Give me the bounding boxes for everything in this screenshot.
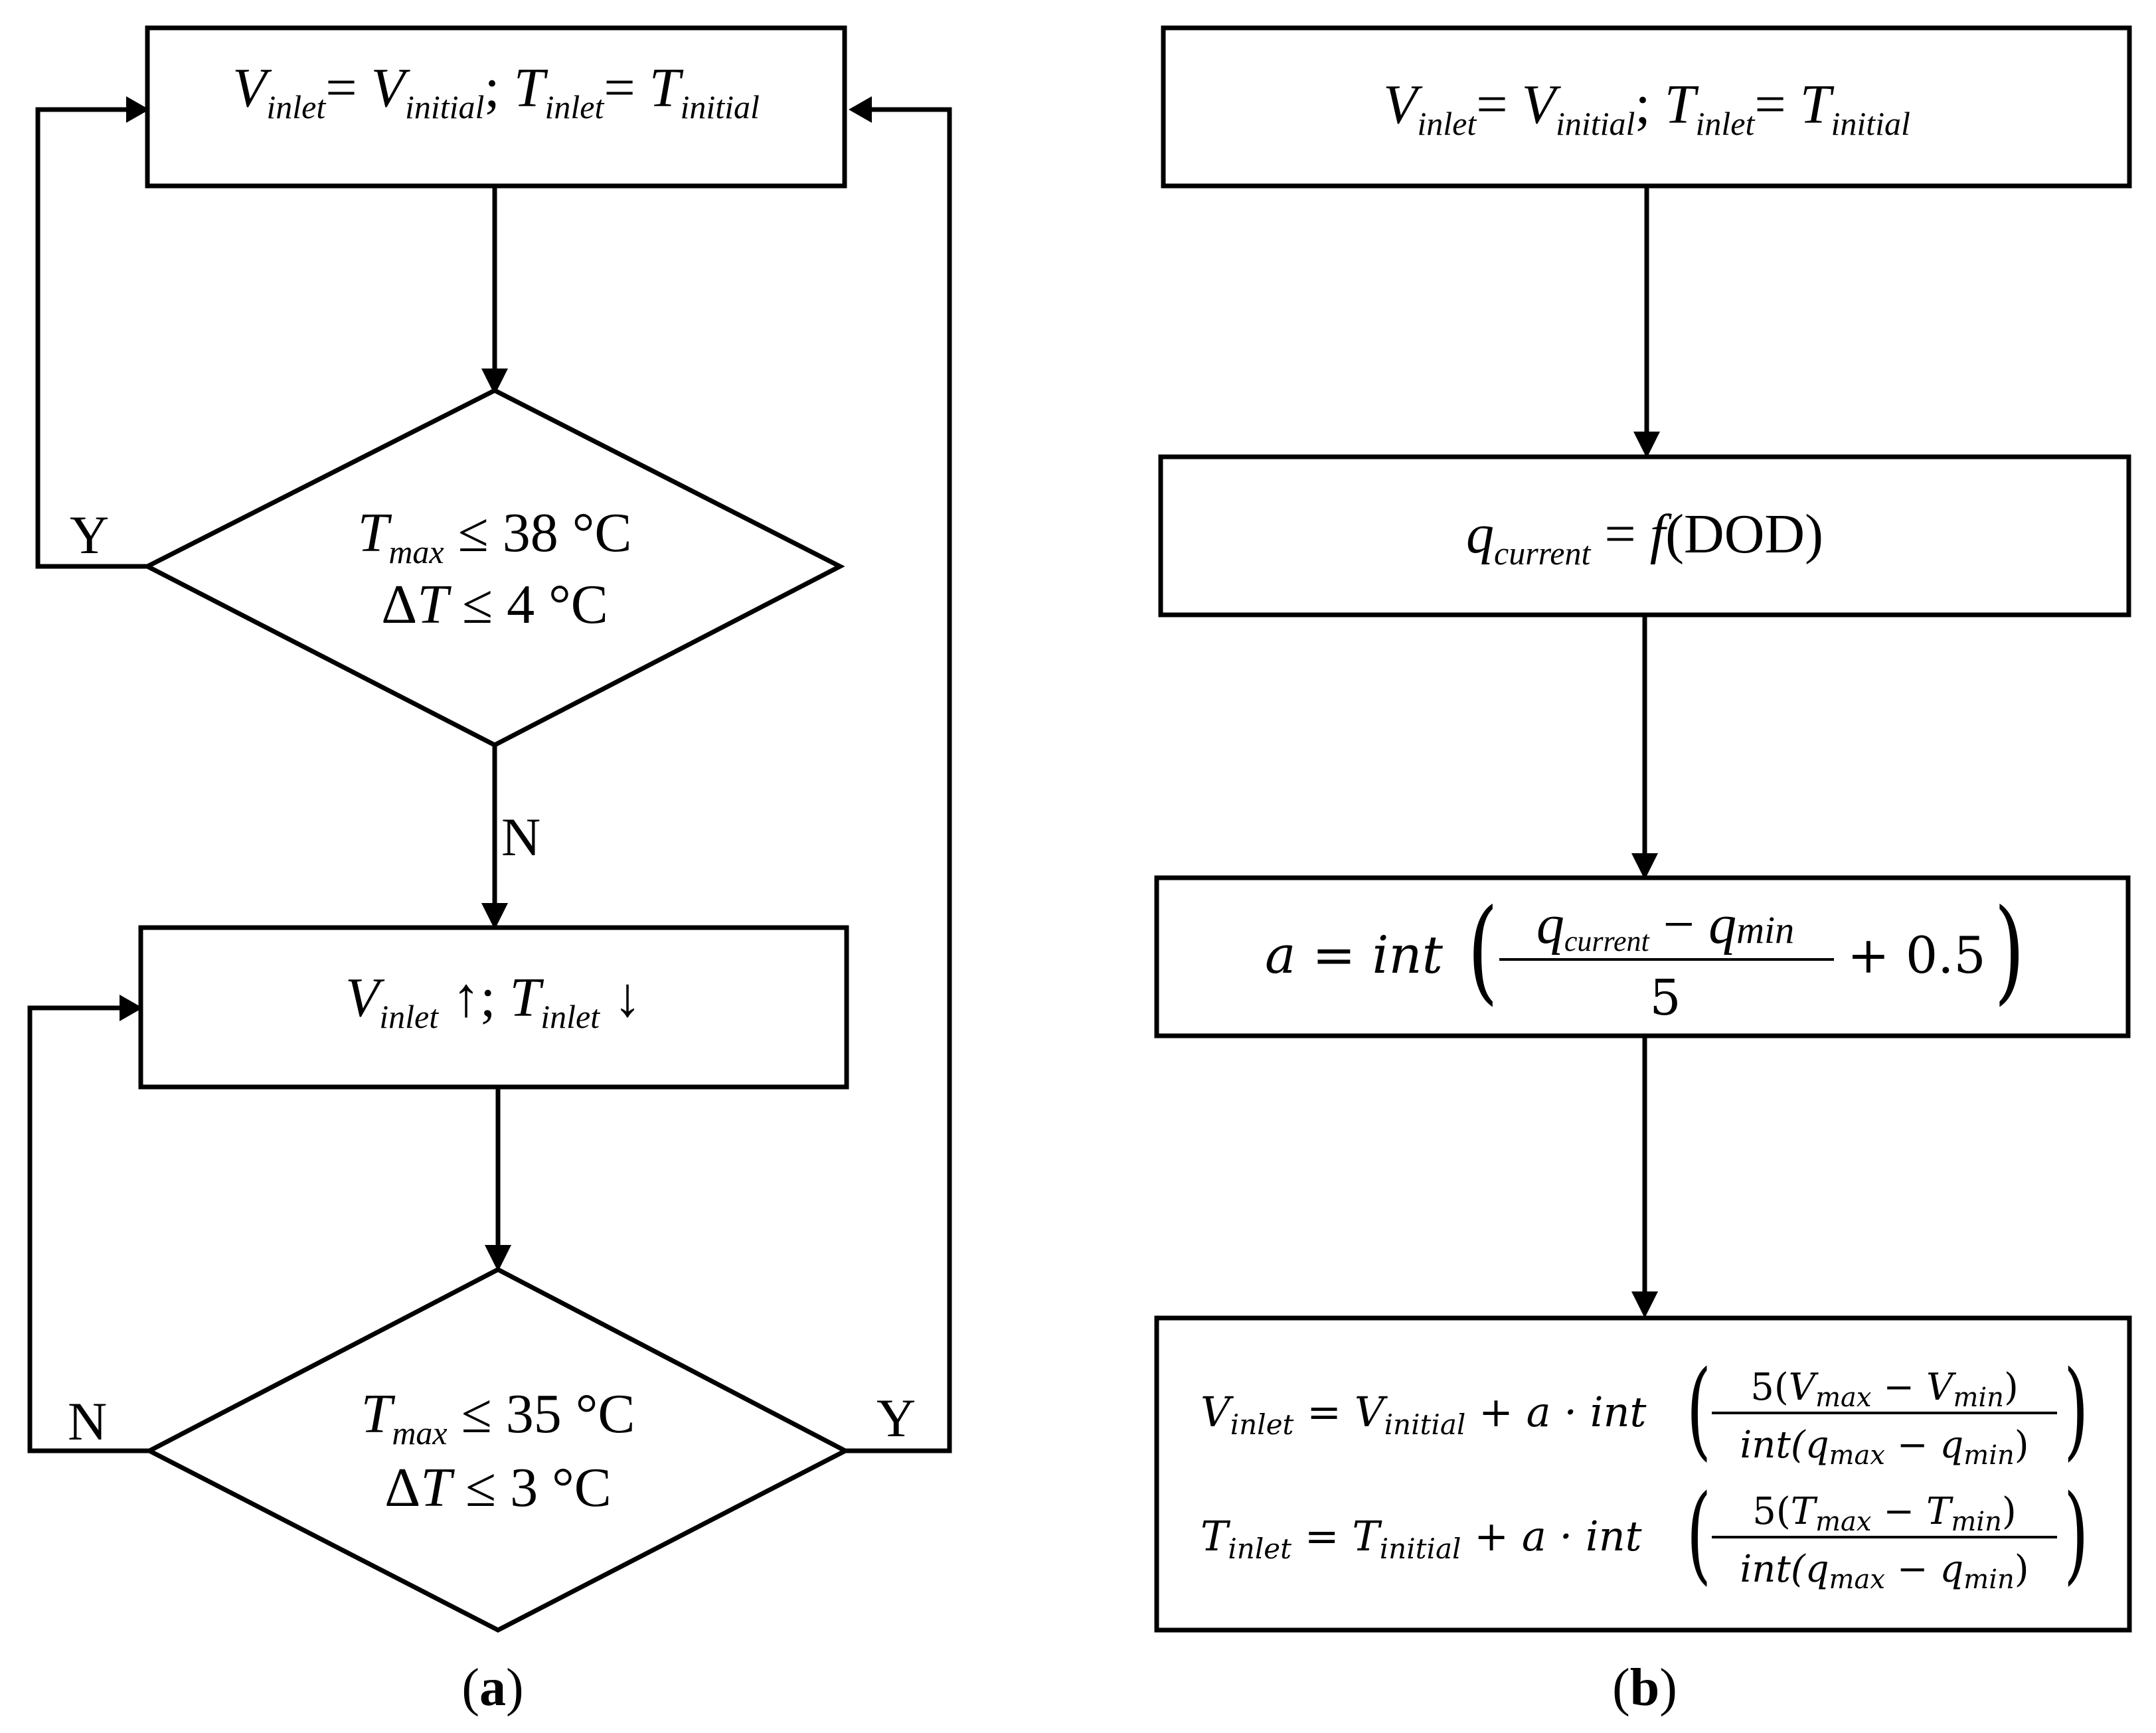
b-result-box: Vinlet = Vinitial + a · int ( 5(Vmax − V… — [1154, 1315, 2132, 1633]
a-decision-2: Tmax ≤ 35 °C ΔT ≤ 3 °C — [144, 1267, 851, 1633]
b-a-box-denominator: 5 — [1649, 969, 1681, 1027]
b-a-box-lhs: a = int — [1265, 926, 1444, 985]
b-result-row1-lhs: Vinlet = Vinitial + a · int — [1201, 1388, 1647, 1441]
arrowhead-right-icon — [126, 96, 149, 123]
b-a-box: a = int ( qcurrent − qmin 5 + 0.5 ) — [1154, 875, 2131, 1038]
b-a-box-numerator: qcurrent − qmin — [1536, 894, 1794, 957]
b-result-row1-right-paren: ) — [2064, 1349, 2088, 1472]
a-decision-1-line1: Tmax ≤ 38 °C — [358, 502, 632, 570]
panel-a: Vinlet= Vinitial; Tinlet= Tinitial Tmax … — [27, 25, 952, 1717]
b-result-row2-denominator: int(qmax − qmin) — [1740, 1548, 2029, 1595]
panel-b: Vinlet= Vinitial; Tinlet= Tinitial qcurr… — [1154, 25, 2132, 1717]
b-result-row2-lhs: Tinlet = Tinitial + a · int — [1201, 1512, 1642, 1565]
panel-a-edges — [27, 96, 952, 1453]
a-decision-1-yes-label: Y — [70, 505, 109, 565]
b-start-box: Vinlet= Vinitial; Tinlet= Tinitial — [1161, 25, 2132, 189]
b-a-box-left-paren: ( — [1467, 884, 1498, 1016]
a-decision-1-no-label: N — [501, 807, 540, 867]
b-result-row1-numerator: 5(Vmax − Vmin) — [1750, 1366, 2019, 1413]
a-decision-1: Tmax ≤ 38 °C ΔT ≤ 4 °C — [142, 388, 845, 748]
a-decision-2-line1: Tmax ≤ 35 °C — [361, 1383, 635, 1451]
panel-b-edges — [1631, 186, 1660, 1318]
b-result-row2-right-paren: ) — [2064, 1473, 2088, 1596]
a-start-box: Vinlet= Vinitial; Tinlet= Tinitial — [145, 25, 847, 189]
a-decision-1-line2: ΔT ≤ 4 °C — [381, 574, 608, 635]
a-decision-2-no-label: N — [68, 1391, 107, 1451]
panel-b-caption: (b) — [1612, 1659, 1677, 1717]
edge-a-decision2-no-loop — [27, 1005, 149, 1453]
a-start-box-formula: Vinlet= Vinitial; Tinlet= Tinitial — [232, 57, 760, 125]
a-decision-2-line2: ΔT ≤ 3 °C — [384, 1457, 611, 1519]
a-adjust-box: Vinlet ↑; Tinlet ↓ — [138, 925, 849, 1090]
arrowhead-down-icon — [481, 903, 508, 930]
edge-a-decision2-yes-loop — [845, 107, 952, 1453]
arrowhead-down-icon — [1631, 1291, 1658, 1318]
arrowhead-down-icon — [1631, 853, 1658, 880]
b-result-row1-left-paren: ( — [1687, 1349, 1711, 1472]
a-decision-2-yes-label: Y — [876, 1388, 916, 1448]
b-start-box-formula: Vinlet= Vinitial; Tinlet= Tinitial — [1383, 74, 1910, 142]
b-result-row1-denominator: int(qmax − qmin) — [1740, 1424, 2029, 1471]
arrowhead-down-icon — [481, 369, 508, 395]
a-adjust-box-formula: Vinlet ↑; Tinlet ↓ — [345, 967, 641, 1035]
arrowhead-left-icon — [849, 96, 872, 123]
b-heat-box-formula: qcurrent = f(DOD) — [1466, 503, 1823, 572]
b-a-box-right-paren: ) — [1994, 884, 2025, 1016]
arrowhead-down-icon — [485, 1245, 511, 1272]
edge-a-decision1-yes-loop — [35, 107, 147, 569]
arrowhead-down-icon — [1633, 432, 1660, 458]
b-result-row2-left-paren: ( — [1687, 1473, 1711, 1596]
b-a-box-plus: + 0.5 — [1847, 926, 1986, 985]
arrowhead-right-icon — [120, 995, 143, 1021]
panel-a-caption: (a) — [461, 1659, 523, 1717]
b-heat-box: qcurrent = f(DOD) — [1158, 454, 2131, 618]
b-result-row2-numerator: 5(Tmax − Tmin) — [1752, 1490, 2016, 1537]
